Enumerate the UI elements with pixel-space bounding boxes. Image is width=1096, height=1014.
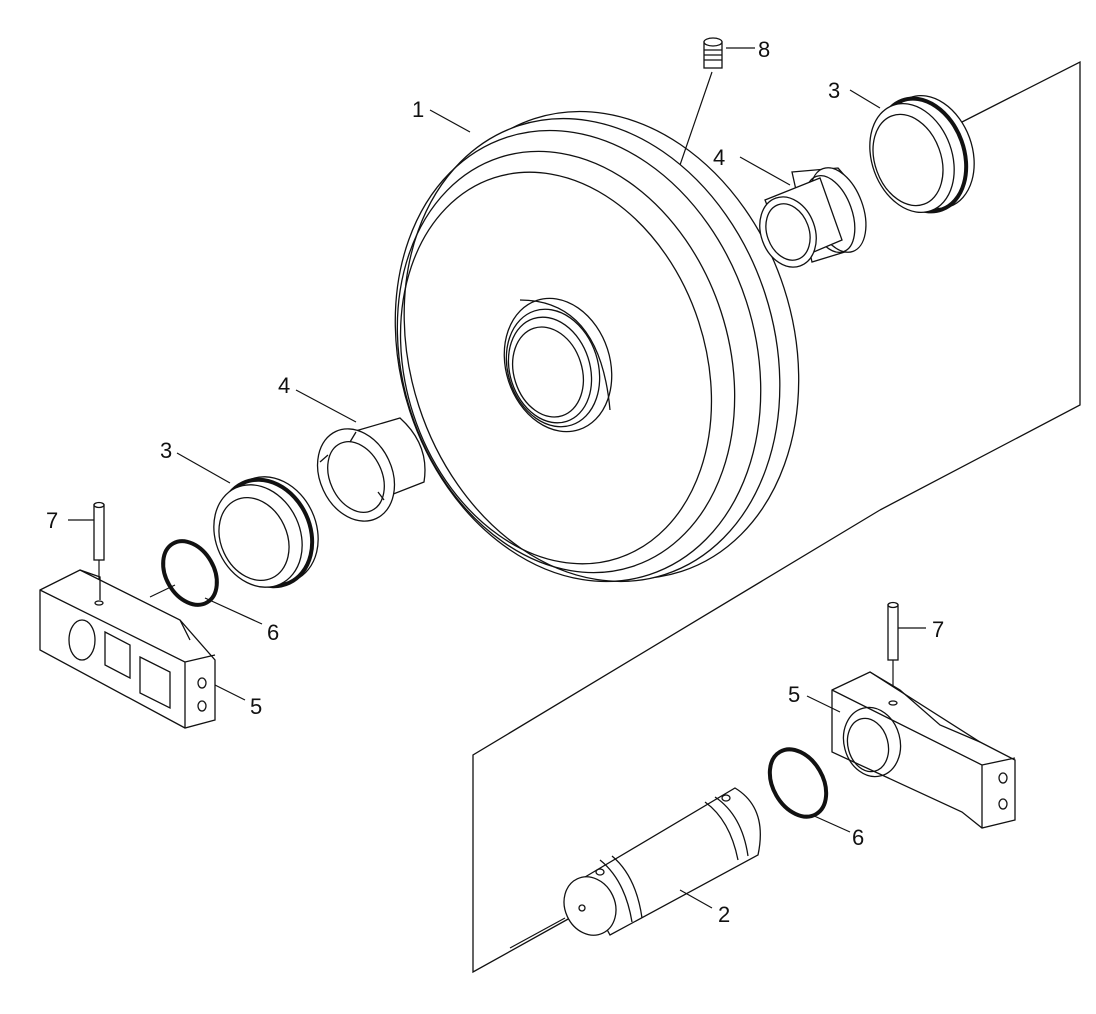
label-shaft: 2: [718, 902, 730, 927]
pin-left: [93, 501, 105, 603]
label-bushing-top: 4: [713, 145, 725, 170]
label-idler-wheel: 1: [412, 97, 424, 122]
bushing-left: [316, 417, 426, 522]
oring-left: [161, 539, 219, 607]
seal-top: [869, 94, 975, 214]
part-labels: 1 8 3 4 4 3 7 6 5 7 5 6 2: [46, 37, 944, 927]
label-seal-top: 3: [828, 78, 840, 103]
label-oring-right: 6: [852, 825, 864, 850]
oring-right: [767, 747, 829, 819]
label-pin-right: 7: [932, 617, 944, 642]
shaft: [509, 787, 761, 949]
label-bushing-left: 4: [278, 373, 290, 398]
idler-wheel: [394, 110, 800, 583]
label-seal-left: 3: [160, 438, 172, 463]
label-bracket-right: 5: [788, 682, 800, 707]
guide-plane-upper: [879, 60, 1081, 511]
label-bracket-left: 5: [250, 694, 262, 719]
label-pin-left: 7: [46, 508, 58, 533]
label-plug: 8: [758, 37, 770, 62]
guide-plane-lower: [472, 509, 881, 974]
seal-left: [213, 476, 319, 589]
leader-lines: [68, 47, 926, 909]
bracket-right: [831, 671, 1016, 829]
plug: [679, 37, 723, 166]
label-oring-left: 6: [267, 620, 279, 645]
bushing-top: [759, 167, 867, 268]
bracket-left: [39, 569, 216, 729]
